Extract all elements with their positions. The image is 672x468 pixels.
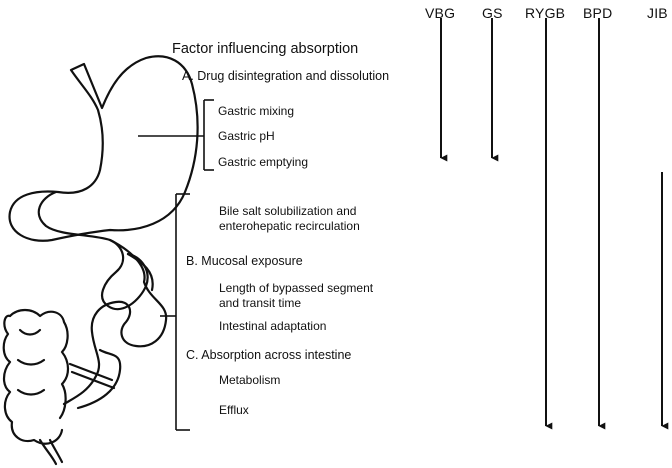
factor-efflux: Efflux — [219, 403, 249, 417]
factor-length-line2: and transit time — [219, 296, 302, 310]
factor-gastric-ph: Gastric pH — [218, 129, 275, 143]
procedure-arrows — [440, 18, 669, 430]
procedure-label-rygb: RYGB — [525, 5, 566, 21]
factor-intestinal-adaptation: Intestinal adaptation — [219, 319, 327, 333]
factor-bile-salt-line2: enterohepatic recirculation — [219, 219, 360, 233]
section-b-heading: B. Mucosal exposure — [186, 254, 303, 268]
bracket-gastric — [138, 99, 214, 171]
stomach-illustration — [8, 55, 199, 410]
procedure-label-bpd: BPD — [583, 5, 613, 21]
section-a-heading: A. Drug disintegration and dissolution — [182, 69, 390, 83]
factor-length-line1: Length of bypassed segment — [219, 281, 374, 295]
procedure-label-gs: GS — [482, 5, 503, 21]
section-c-heading: C. Absorption across intestine — [186, 348, 352, 362]
procedure-label-vbg: VBG — [425, 5, 456, 21]
factor-gastric-emptying: Gastric emptying — [218, 155, 309, 169]
factor-bile-salt-line1: Bile salt solubilization and — [219, 204, 357, 218]
factor-metabolism: Metabolism — [219, 373, 281, 387]
procedure-label-jib: JIB — [647, 5, 668, 21]
factor-gastric-mixing: Gastric mixing — [218, 104, 295, 118]
bracket-intestinal — [160, 193, 190, 431]
diagram-title: Factor influencing absorption — [172, 41, 359, 57]
intestine-illustration — [2, 308, 70, 466]
